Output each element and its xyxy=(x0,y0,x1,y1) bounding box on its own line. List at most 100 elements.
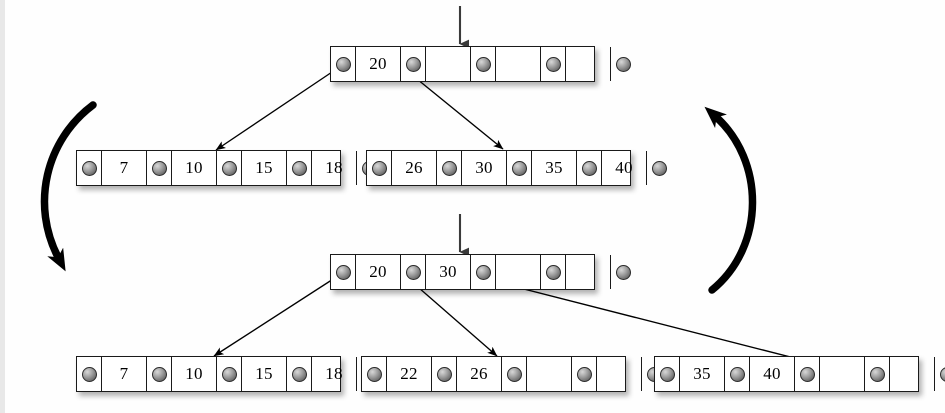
pointer-cell[interactable] xyxy=(647,151,672,185)
pointer-dot-icon xyxy=(475,56,491,72)
pointer-cell[interactable] xyxy=(77,357,102,391)
key-cell[interactable]: 26 xyxy=(392,151,437,185)
key-cell[interactable]: 30 xyxy=(426,255,471,289)
pointer-dot-icon xyxy=(151,366,167,382)
btree-node-leaf-before-right[interactable]: 26 30 35 40 xyxy=(366,150,667,186)
pointer-dot-icon xyxy=(581,160,597,176)
pointer-dot-icon xyxy=(475,264,491,280)
pointer-dot-icon xyxy=(659,366,675,382)
key-cell[interactable]: 26 xyxy=(457,357,502,391)
pointer-dot-icon xyxy=(151,160,167,176)
key-cell[interactable]: 20 xyxy=(356,255,401,289)
pointer-cell[interactable] xyxy=(367,151,392,185)
flow-arrow-right xyxy=(704,106,757,294)
key-cell[interactable]: 30 xyxy=(462,151,507,185)
pointer-dot-icon xyxy=(576,366,592,382)
key-cell[interactable]: 15 xyxy=(242,151,287,185)
pointer-dot-icon xyxy=(81,366,97,382)
btree-node-root-before[interactable]: 20 xyxy=(330,46,631,82)
pointer-cell[interactable] xyxy=(507,151,532,185)
key-cell[interactable]: 10 xyxy=(172,357,217,391)
pointer-dot-icon xyxy=(940,366,945,382)
pointer-dot-icon xyxy=(545,56,561,72)
pointer-cell[interactable] xyxy=(401,255,426,289)
pointer-cell[interactable] xyxy=(935,357,945,391)
pointer-cell[interactable] xyxy=(331,255,356,289)
pointer-cell[interactable] xyxy=(432,357,457,391)
pointer-dot-icon xyxy=(441,160,457,176)
pointer-dot-icon xyxy=(221,366,237,382)
pointer-dot-icon xyxy=(799,366,815,382)
pointer-cell[interactable] xyxy=(331,47,356,81)
key-cell[interactable]: 40 xyxy=(750,357,795,391)
btree-node-leaf-after-middle[interactable]: 22 26 xyxy=(361,356,662,392)
key-cell[interactable] xyxy=(496,255,541,289)
pointer-cell[interactable] xyxy=(795,357,820,391)
key-cell[interactable] xyxy=(496,47,541,81)
key-cell[interactable]: 15 xyxy=(242,357,287,391)
canvas-left-edge-strip xyxy=(0,0,5,413)
key-cell[interactable]: 7 xyxy=(102,151,147,185)
pointer-cell[interactable] xyxy=(287,357,312,391)
btree-node-leaf-after-right[interactable]: 35 40 xyxy=(654,356,945,392)
key-cell[interactable] xyxy=(566,47,611,81)
key-cell[interactable] xyxy=(426,47,471,81)
key-cell[interactable]: 35 xyxy=(532,151,577,185)
pointer-dot-icon xyxy=(221,160,237,176)
key-cell[interactable]: 22 xyxy=(387,357,432,391)
btree-node-leaf-after-left[interactable]: 7 10 15 18 xyxy=(76,356,377,392)
key-cell[interactable]: 7 xyxy=(102,357,147,391)
key-cell[interactable] xyxy=(527,357,572,391)
pointer-cell[interactable] xyxy=(362,357,387,391)
pointer-cell[interactable] xyxy=(147,357,172,391)
pointer-cell[interactable] xyxy=(217,357,242,391)
pointer-cell[interactable] xyxy=(471,255,496,289)
pointer-dot-icon xyxy=(81,160,97,176)
pointer-cell[interactable] xyxy=(541,255,566,289)
key-cell[interactable] xyxy=(597,357,642,391)
pointer-dot-icon xyxy=(335,264,351,280)
pointer-cell[interactable] xyxy=(437,151,462,185)
pointer-dot-icon xyxy=(291,160,307,176)
pointer-cell[interactable] xyxy=(217,151,242,185)
pointer-cell[interactable] xyxy=(655,357,680,391)
key-cell[interactable]: 18 xyxy=(312,357,357,391)
pointer-cell[interactable] xyxy=(502,357,527,391)
pointer-cell[interactable] xyxy=(611,47,636,81)
pointer-dot-icon xyxy=(436,366,452,382)
pointer-dot-icon xyxy=(869,366,885,382)
pointer-cell[interactable] xyxy=(577,151,602,185)
pointer-dot-icon xyxy=(335,56,351,72)
pointer-dot-icon xyxy=(291,366,307,382)
btree-node-root-after[interactable]: 20 30 xyxy=(330,254,631,290)
key-cell[interactable] xyxy=(820,357,865,391)
pointer-cell[interactable] xyxy=(471,47,496,81)
pointer-dot-icon xyxy=(729,366,745,382)
pointer-cell[interactable] xyxy=(572,357,597,391)
key-cell[interactable]: 18 xyxy=(312,151,357,185)
pointer-dot-icon xyxy=(652,160,667,176)
pointer-cell[interactable] xyxy=(725,357,750,391)
pointer-cell[interactable] xyxy=(147,151,172,185)
key-cell[interactable]: 40 xyxy=(602,151,647,185)
key-cell[interactable]: 35 xyxy=(680,357,725,391)
pointer-dot-icon xyxy=(405,56,421,72)
pointer-cell[interactable] xyxy=(287,151,312,185)
pointer-cell[interactable] xyxy=(611,255,636,289)
pointer-dot-icon xyxy=(616,264,631,280)
key-cell[interactable] xyxy=(566,255,611,289)
key-cell[interactable]: 10 xyxy=(172,151,217,185)
pointer-cell[interactable] xyxy=(541,47,566,81)
key-cell[interactable]: 20 xyxy=(356,47,401,81)
pointer-dot-icon xyxy=(405,264,421,280)
connector-root-before-to-left-leaf xyxy=(215,65,342,151)
key-cell[interactable] xyxy=(890,357,935,391)
btree-node-leaf-before-left[interactable]: 7 10 15 18 xyxy=(76,150,377,186)
pointer-dot-icon xyxy=(616,56,631,72)
pointer-dot-icon xyxy=(511,160,527,176)
pointer-cell[interactable] xyxy=(401,47,426,81)
connector-root-after-to-left-leaf xyxy=(213,273,342,357)
pointer-cell[interactable] xyxy=(865,357,890,391)
pointer-cell[interactable] xyxy=(77,151,102,185)
